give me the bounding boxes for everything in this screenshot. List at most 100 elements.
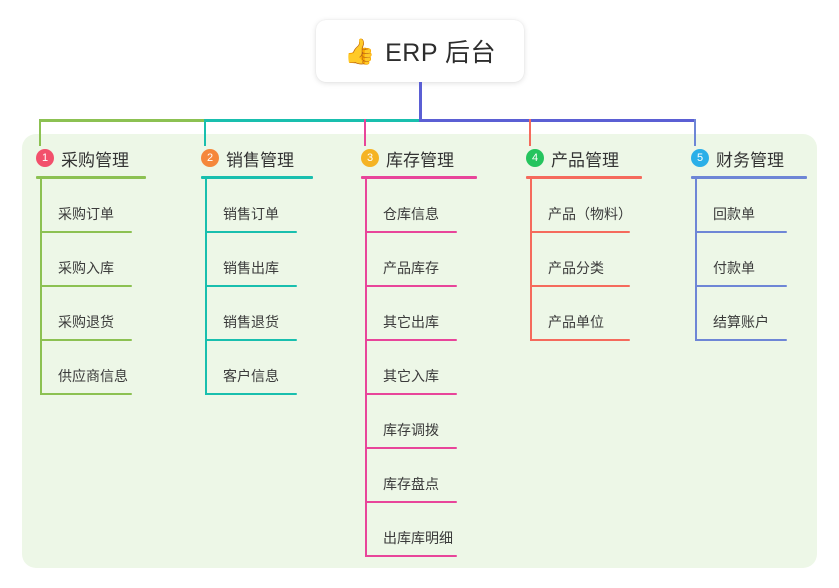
leaf-underline	[205, 285, 297, 287]
branch-header-3[interactable]: 3 库存管理	[357, 140, 454, 176]
leaf-item-label: 销售退货	[223, 314, 279, 330]
thumbs-up-icon: 👍	[343, 36, 376, 66]
branch-title: 销售管理	[226, 150, 294, 170]
branch-drop-4	[529, 119, 531, 146]
bus-segment-3	[419, 119, 696, 122]
leaf-item[interactable]: 出库库明细	[365, 503, 457, 557]
leaf-underline	[695, 285, 787, 287]
leaf-item[interactable]: 销售退货	[205, 287, 297, 341]
leaf-item-label: 付款单	[713, 260, 755, 276]
branch-spine	[205, 179, 207, 395]
leaf-underline	[365, 393, 457, 395]
leaf-underline	[40, 231, 132, 233]
root-node-title: ERP 后台	[385, 39, 497, 67]
root-stem-line	[419, 82, 422, 122]
branch-spine	[695, 179, 697, 341]
branch-underline	[361, 176, 477, 179]
leaf-item[interactable]: 供应商信息	[40, 341, 132, 395]
branch-number-badge: 2	[201, 149, 219, 167]
leaf-item[interactable]: 产品单位	[530, 287, 630, 341]
leaf-item-label: 采购入库	[58, 260, 114, 276]
leaf-item-label: 其它入库	[383, 368, 439, 384]
leaf-underline	[40, 285, 132, 287]
leaf-item[interactable]: 销售订单	[205, 179, 297, 233]
diagram-panel	[22, 134, 817, 568]
leaf-underline	[365, 501, 457, 503]
leaf-item-label: 销售出库	[223, 260, 279, 276]
leaf-item-label: 产品（物料）	[548, 206, 632, 222]
leaf-underline	[40, 339, 132, 341]
leaf-item[interactable]: 采购退货	[40, 287, 132, 341]
leaf-underline	[205, 339, 297, 341]
leaf-underline	[530, 231, 630, 233]
branch-underline	[526, 176, 642, 179]
bus-segment-1	[39, 119, 206, 122]
leaf-underline	[365, 285, 457, 287]
leaf-item-label: 仓库信息	[383, 206, 439, 222]
leaf-underline	[365, 555, 457, 557]
branch-header-4[interactable]: 4 产品管理	[522, 140, 619, 176]
leaf-item[interactable]: 回款单	[695, 179, 787, 233]
leaf-item-label: 产品单位	[548, 314, 604, 330]
leaf-item-label: 产品分类	[548, 260, 604, 276]
leaf-item[interactable]: 其它入库	[365, 341, 457, 395]
branch-column-2: 2 销售管理销售订单销售出库销售退货客户信息	[197, 140, 313, 395]
leaf-item[interactable]: 销售出库	[205, 233, 297, 287]
root-node[interactable]: 👍 ERP 后台	[316, 20, 524, 82]
branch-underline	[201, 176, 313, 179]
branch-drop-2	[204, 119, 206, 146]
leaf-item[interactable]: 客户信息	[205, 341, 297, 395]
branch-spine	[40, 179, 42, 395]
leaf-item-label: 出库库明细	[383, 530, 453, 546]
leaf-item[interactable]: 付款单	[695, 233, 787, 287]
branch-spine	[365, 179, 367, 557]
leaf-underline	[530, 285, 630, 287]
leaf-item-label: 产品库存	[383, 260, 439, 276]
leaf-item-label: 结算账户	[713, 314, 769, 330]
leaf-item[interactable]: 结算账户	[695, 287, 787, 341]
leaf-underline	[530, 339, 630, 341]
branch-title: 财务管理	[716, 150, 784, 170]
bus-segment-2	[204, 119, 421, 122]
leaf-item-label: 客户信息	[223, 368, 279, 384]
branch-underline	[36, 176, 146, 179]
leaf-underline	[205, 231, 297, 233]
branch-drop-5	[694, 119, 696, 146]
leaf-item[interactable]: 采购入库	[40, 233, 132, 287]
leaf-underline	[40, 393, 132, 395]
leaf-item[interactable]: 产品分类	[530, 233, 630, 287]
branch-column-3: 3 库存管理仓库信息产品库存其它出库其它入库库存调拨库存盘点出库库明细	[357, 140, 477, 557]
branch-drop-1	[39, 119, 41, 146]
branch-column-4: 4 产品管理产品（物料） 产品分类产品单位	[522, 140, 642, 341]
leaf-item[interactable]: 采购订单	[40, 179, 132, 233]
leaf-underline	[695, 339, 787, 341]
branch-number-badge: 4	[526, 149, 544, 167]
leaf-item[interactable]: 库存盘点	[365, 449, 457, 503]
branch-title: 库存管理	[386, 150, 454, 170]
leaf-item-label: 库存调拨	[383, 422, 439, 438]
leaf-item-label: 其它出库	[383, 314, 439, 330]
leaf-item[interactable]: 产品库存	[365, 233, 457, 287]
leaf-underline	[365, 447, 457, 449]
branch-number-badge: 3	[361, 149, 379, 167]
branch-title: 产品管理	[551, 150, 619, 170]
leaf-item[interactable]: 其它出库	[365, 287, 457, 341]
leaf-underline	[365, 231, 457, 233]
branch-number-badge: 1	[36, 149, 54, 167]
leaf-item[interactable]: 产品（物料）	[530, 179, 632, 233]
leaf-item-label: 销售订单	[223, 206, 279, 222]
leaf-underline	[695, 231, 787, 233]
branch-header-2[interactable]: 2 销售管理	[197, 140, 294, 176]
leaf-item-label: 库存盘点	[383, 476, 439, 492]
leaf-item[interactable]: 仓库信息	[365, 179, 457, 233]
branch-spine	[530, 179, 532, 341]
leaf-underline	[365, 339, 457, 341]
leaf-item-label: 采购退货	[58, 314, 114, 330]
leaf-item-label: 回款单	[713, 206, 755, 222]
leaf-item[interactable]: 库存调拨	[365, 395, 457, 449]
branch-drop-3	[364, 119, 366, 146]
